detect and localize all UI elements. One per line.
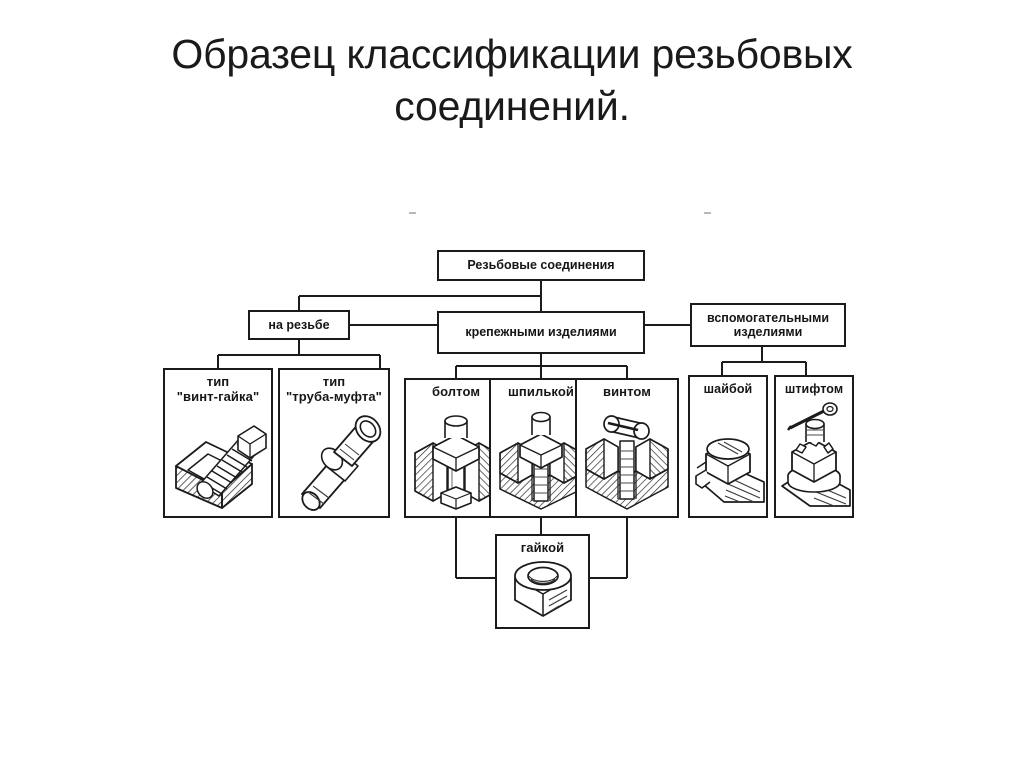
node-na-rezbe-label: на резьбе — [268, 317, 330, 332]
node-na-rezbe[interactable]: на резьбе — [248, 310, 350, 340]
bolt-joint-icon — [406, 400, 506, 516]
cotter-pin-nut-icon — [776, 396, 852, 516]
node-vspomog[interactable]: вспомогательными изделиями — [690, 303, 846, 347]
screw-joint-icon — [577, 400, 677, 516]
page-title: Образец классификации резьбовых соединен… — [0, 28, 1024, 132]
node-shpilkoy-label: шпилькой — [508, 384, 574, 399]
node-vint-gayka-label: тип "винт-гайка" — [176, 374, 260, 404]
node-shtiftom[interactable]: штифтом — [774, 375, 854, 518]
node-gaykoy-label: гайкой — [520, 540, 565, 555]
node-shtiftom-label: штифтом — [784, 382, 844, 396]
scan-artifact-right — [704, 212, 711, 214]
node-vspomog-label: вспомогательными изделиями — [706, 310, 830, 339]
screw-in-block-icon — [165, 405, 271, 516]
page-title-line-2: соединений. — [394, 83, 630, 129]
node-gaykoy[interactable]: гайкой — [495, 534, 590, 629]
node-root-label: Резьбовые соединения — [467, 258, 615, 273]
node-root[interactable]: Резьбовые соединения — [437, 250, 645, 281]
node-shayboy[interactable]: шайбой — [688, 375, 768, 518]
hex-nut-icon — [497, 556, 588, 627]
pipe-coupling-icon — [280, 405, 388, 516]
scan-artifact-left — [409, 212, 416, 214]
node-krepezh[interactable]: крепежными изделиями — [437, 311, 645, 354]
node-vintom[interactable]: винтом — [575, 378, 679, 518]
node-boltom-label: болтом — [431, 384, 481, 399]
node-shayboy-label: шайбой — [703, 382, 753, 396]
node-truba-mufta[interactable]: тип "труба-муфта" — [278, 368, 390, 518]
node-vint-gayka[interactable]: тип "винт-гайка" — [163, 368, 273, 518]
stud-joint-icon — [491, 400, 591, 516]
node-vintom-label: винтом — [602, 384, 652, 399]
node-krepezh-label: крепежными изделиями — [465, 325, 617, 340]
washer-nut-icon — [690, 396, 766, 516]
node-truba-mufta-label: тип "труба-муфта" — [286, 374, 382, 404]
page-title-line-1: Образец классификации резьбовых — [171, 31, 853, 77]
